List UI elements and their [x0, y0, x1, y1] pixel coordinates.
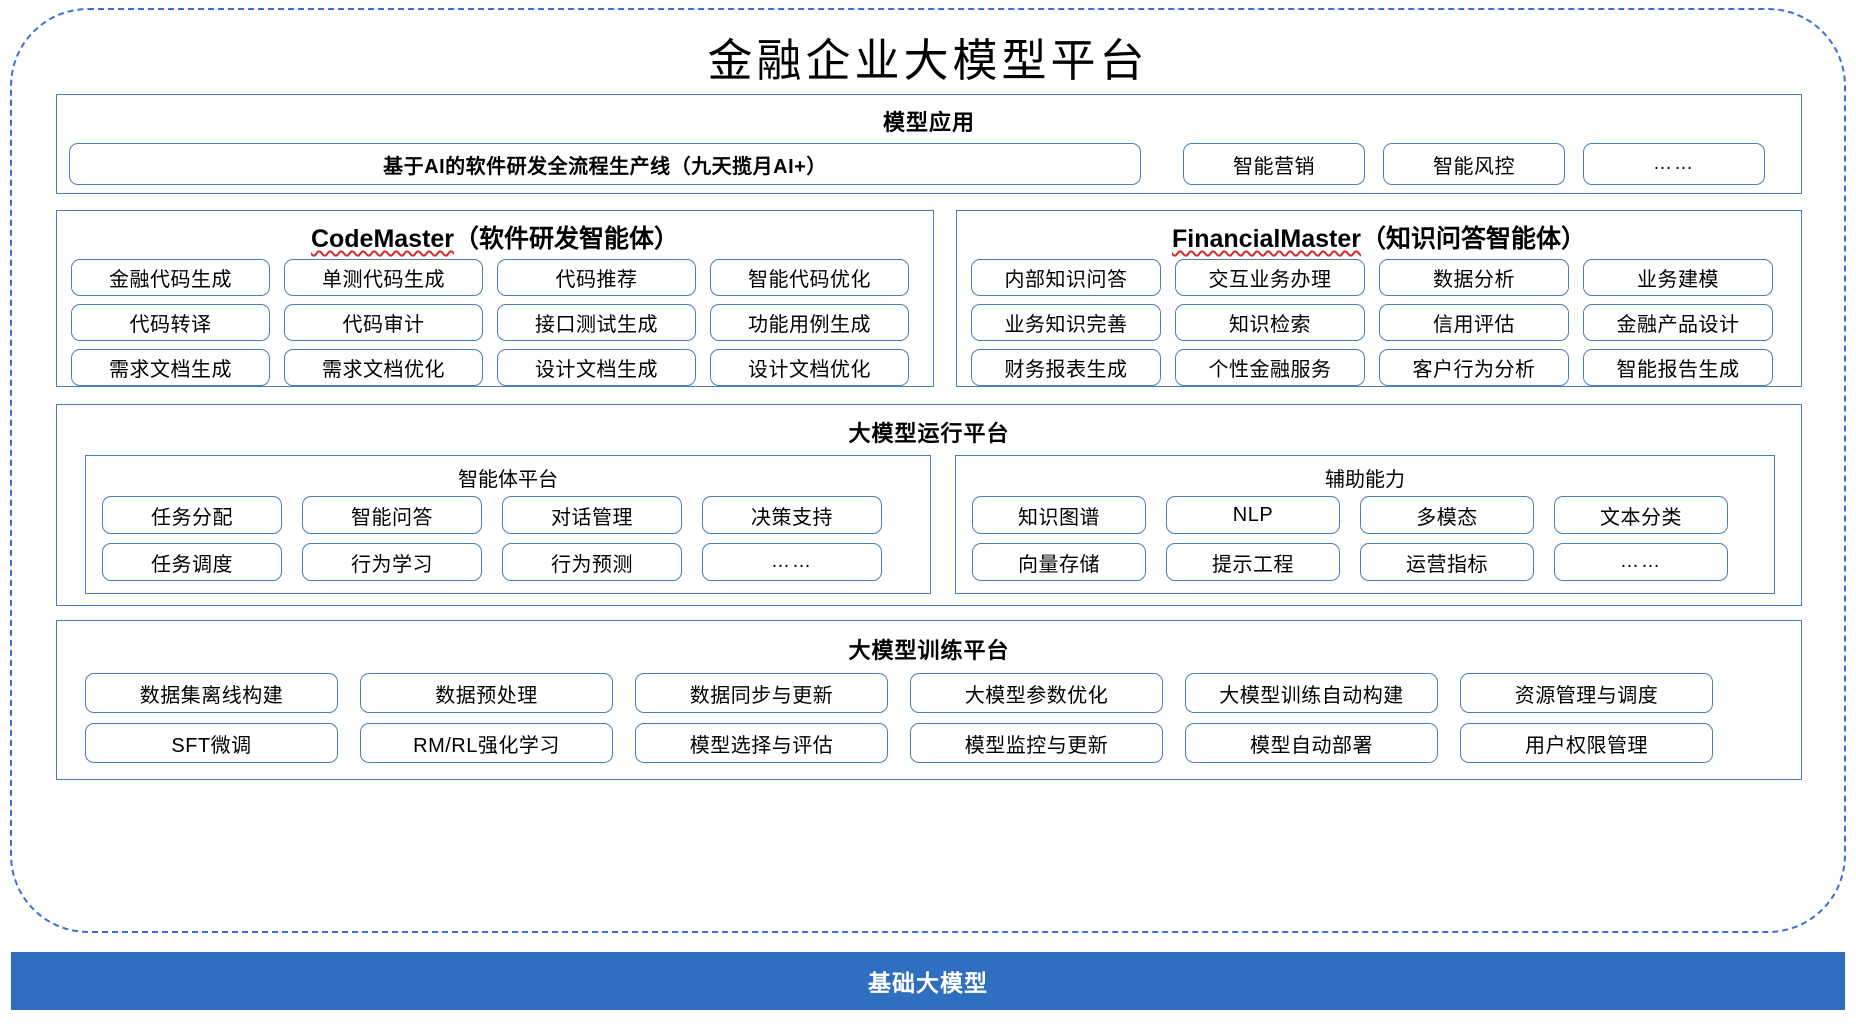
section-codemaster: CodeMaster（软件研发智能体） 金融代码生成 单测代码生成 代码推荐 智…	[56, 210, 934, 387]
capability-row: 金融代码生成 单测代码生成 代码推荐 智能代码优化	[71, 259, 919, 296]
capability-pill[interactable]: 决策支持	[702, 496, 882, 534]
agent-title-codemaster: CodeMaster（软件研发智能体）	[57, 219, 933, 255]
capability-pill[interactable]: 智能代码优化	[710, 259, 909, 296]
capability-pill[interactable]: 金融代码生成	[71, 259, 270, 296]
capability-pill[interactable]: 数据集离线构建	[85, 673, 338, 713]
section-title-model-application: 模型应用	[882, 110, 975, 135]
capability-row: 代码转译 代码审计 接口测试生成 功能用例生成	[71, 304, 919, 341]
capability-pill[interactable]: 客户行为分析	[1379, 349, 1569, 386]
capability-pill[interactable]: 知识图谱	[972, 496, 1146, 534]
capability-pill-more[interactable]: ……	[1554, 543, 1728, 581]
section-title-training-platform: 大模型训练平台	[848, 638, 1010, 663]
capability-pill[interactable]: 模型自动部署	[1185, 723, 1438, 763]
capability-pill[interactable]: RM/RL强化学习	[360, 723, 613, 763]
section-financialmaster: FinancialMaster（知识问答智能体） 内部知识问答 交互业务办理 数…	[956, 210, 1802, 387]
capability-pill-more[interactable]: ……	[702, 543, 882, 581]
capability-pill[interactable]: 任务调度	[102, 543, 282, 581]
capability-pill[interactable]: 设计文档优化	[710, 349, 909, 386]
capability-row: 知识图谱 NLP 多模态 文本分类	[972, 496, 1758, 534]
capability-row: 财务报表生成 个性金融服务 客户行为分析 智能报告生成	[971, 349, 1787, 386]
auxiliary-capability-grid: 知识图谱 NLP 多模态 文本分类 向量存储 提示工程 运营指标 ……	[972, 496, 1758, 581]
capability-pill[interactable]: 行为预测	[502, 543, 682, 581]
app-pill-smart-risk-control[interactable]: 智能风控	[1383, 143, 1565, 185]
capability-pill[interactable]: 智能报告生成	[1583, 349, 1773, 386]
capability-pill[interactable]: 信用评估	[1379, 304, 1569, 341]
capability-pill[interactable]: 财务报表生成	[971, 349, 1161, 386]
capability-row: 需求文档生成 需求文档优化 设计文档生成 设计文档优化	[71, 349, 919, 386]
subsection-agent-platform: 智能体平台 任务分配 智能问答 对话管理 决策支持 任务调度 行为学习 行为预测…	[85, 455, 931, 594]
capability-pill[interactable]: 代码推荐	[497, 259, 696, 296]
capability-pill[interactable]: 代码转译	[71, 304, 270, 341]
capability-pill[interactable]: 功能用例生成	[710, 304, 909, 341]
subsection-title-auxiliary-capability: 辅助能力	[1325, 469, 1405, 491]
app-pill-more[interactable]: ……	[1583, 143, 1765, 185]
capability-pill[interactable]: 数据同步与更新	[635, 673, 888, 713]
capability-row: 数据集离线构建 数据预处理 数据同步与更新 大模型参数优化 大模型训练自动构建 …	[85, 673, 1773, 713]
section-title-runtime-platform: 大模型运行平台	[848, 421, 1010, 446]
outer-dashed-frame	[10, 8, 1846, 933]
capability-pill[interactable]: SFT微调	[85, 723, 338, 763]
capability-pill[interactable]: 多模态	[1360, 496, 1534, 534]
capability-row: SFT微调 RM/RL强化学习 模型选择与评估 模型监控与更新 模型自动部署 用…	[85, 723, 1773, 763]
capability-pill[interactable]: 任务分配	[102, 496, 282, 534]
training-platform-grid: 数据集离线构建 数据预处理 数据同步与更新 大模型参数优化 大模型训练自动构建 …	[85, 673, 1773, 763]
capability-pill[interactable]: NLP	[1166, 496, 1340, 534]
app-pill-ai-rnd-pipeline[interactable]: 基于AI的软件研发全流程生产线（九天揽月AI+）	[69, 143, 1141, 185]
capability-row: 业务知识完善 知识检索 信用评估 金融产品设计	[971, 304, 1787, 341]
capability-pill[interactable]: 文本分类	[1554, 496, 1728, 534]
agent-suffix-codemaster: （软件研发智能体）	[454, 225, 680, 253]
capability-row: 任务分配 智能问答 对话管理 决策支持	[102, 496, 914, 534]
model-application-items: 基于AI的软件研发全流程生产线（九天揽月AI+） 智能营销 智能风控 ……	[69, 143, 1791, 185]
codemaster-capability-grid: 金融代码生成 单测代码生成 代码推荐 智能代码优化 代码转译 代码审计 接口测试…	[71, 259, 919, 386]
capability-pill[interactable]: 内部知识问答	[971, 259, 1161, 296]
capability-pill[interactable]: 需求文档优化	[284, 349, 483, 386]
capability-pill[interactable]: 需求文档生成	[71, 349, 270, 386]
capability-pill[interactable]: 用户权限管理	[1460, 723, 1713, 763]
section-runtime-platform: 大模型运行平台 智能体平台 任务分配 智能问答 对话管理 决策支持 任务调度 行…	[56, 404, 1802, 606]
capability-pill[interactable]: 大模型训练自动构建	[1185, 673, 1438, 713]
capability-pill[interactable]: 行为学习	[302, 543, 482, 581]
foundation-model-bar: 基础大模型	[11, 952, 1845, 1010]
capability-pill[interactable]: 向量存储	[972, 543, 1146, 581]
capability-pill[interactable]: 提示工程	[1166, 543, 1340, 581]
capability-pill[interactable]: 运营指标	[1360, 543, 1534, 581]
app-pill-smart-marketing[interactable]: 智能营销	[1183, 143, 1365, 185]
agent-suffix-financialmaster: （知识问答智能体）	[1360, 225, 1586, 253]
capability-pill[interactable]: 业务建模	[1583, 259, 1773, 296]
capability-row: 任务调度 行为学习 行为预测 ……	[102, 543, 914, 581]
subsection-auxiliary-capability: 辅助能力 知识图谱 NLP 多模态 文本分类 向量存储 提示工程 运营指标 ……	[955, 455, 1775, 594]
section-training-platform: 大模型训练平台 数据集离线构建 数据预处理 数据同步与更新 大模型参数优化 大模…	[56, 620, 1802, 780]
capability-pill[interactable]: 大模型参数优化	[910, 673, 1163, 713]
capability-pill[interactable]: 模型监控与更新	[910, 723, 1163, 763]
capability-row: 内部知识问答 交互业务办理 数据分析 业务建模	[971, 259, 1787, 296]
capability-row: 向量存储 提示工程 运营指标 ……	[972, 543, 1758, 581]
agent-title-financialmaster: FinancialMaster（知识问答智能体）	[957, 219, 1801, 255]
capability-pill[interactable]: 接口测试生成	[497, 304, 696, 341]
financialmaster-capability-grid: 内部知识问答 交互业务办理 数据分析 业务建模 业务知识完善 知识检索 信用评估…	[971, 259, 1787, 386]
capability-pill[interactable]: 代码审计	[284, 304, 483, 341]
capability-pill[interactable]: 业务知识完善	[971, 304, 1161, 341]
agent-platform-grid: 任务分配 智能问答 对话管理 决策支持 任务调度 行为学习 行为预测 ……	[102, 496, 914, 581]
capability-pill[interactable]: 金融产品设计	[1583, 304, 1773, 341]
capability-pill[interactable]: 个性金融服务	[1175, 349, 1365, 386]
agent-name-codemaster: CodeMaster	[310, 225, 455, 253]
capability-pill[interactable]: 对话管理	[502, 496, 682, 534]
capability-pill[interactable]: 单测代码生成	[284, 259, 483, 296]
capability-pill[interactable]: 资源管理与调度	[1460, 673, 1713, 713]
capability-pill[interactable]: 数据分析	[1379, 259, 1569, 296]
subsection-title-agent-platform: 智能体平台	[458, 469, 558, 491]
capability-pill[interactable]: 智能问答	[302, 496, 482, 534]
section-model-application: 模型应用 基于AI的软件研发全流程生产线（九天揽月AI+） 智能营销 智能风控 …	[56, 94, 1802, 194]
capability-pill[interactable]: 数据预处理	[360, 673, 613, 713]
agent-name-financialmaster: FinancialMaster	[1172, 225, 1361, 253]
capability-pill[interactable]: 知识检索	[1175, 304, 1365, 341]
page-title: 金融企业大模型平台	[707, 34, 1149, 87]
capability-pill[interactable]: 设计文档生成	[497, 349, 696, 386]
capability-pill[interactable]: 模型选择与评估	[635, 723, 888, 763]
capability-pill[interactable]: 交互业务办理	[1175, 259, 1365, 296]
